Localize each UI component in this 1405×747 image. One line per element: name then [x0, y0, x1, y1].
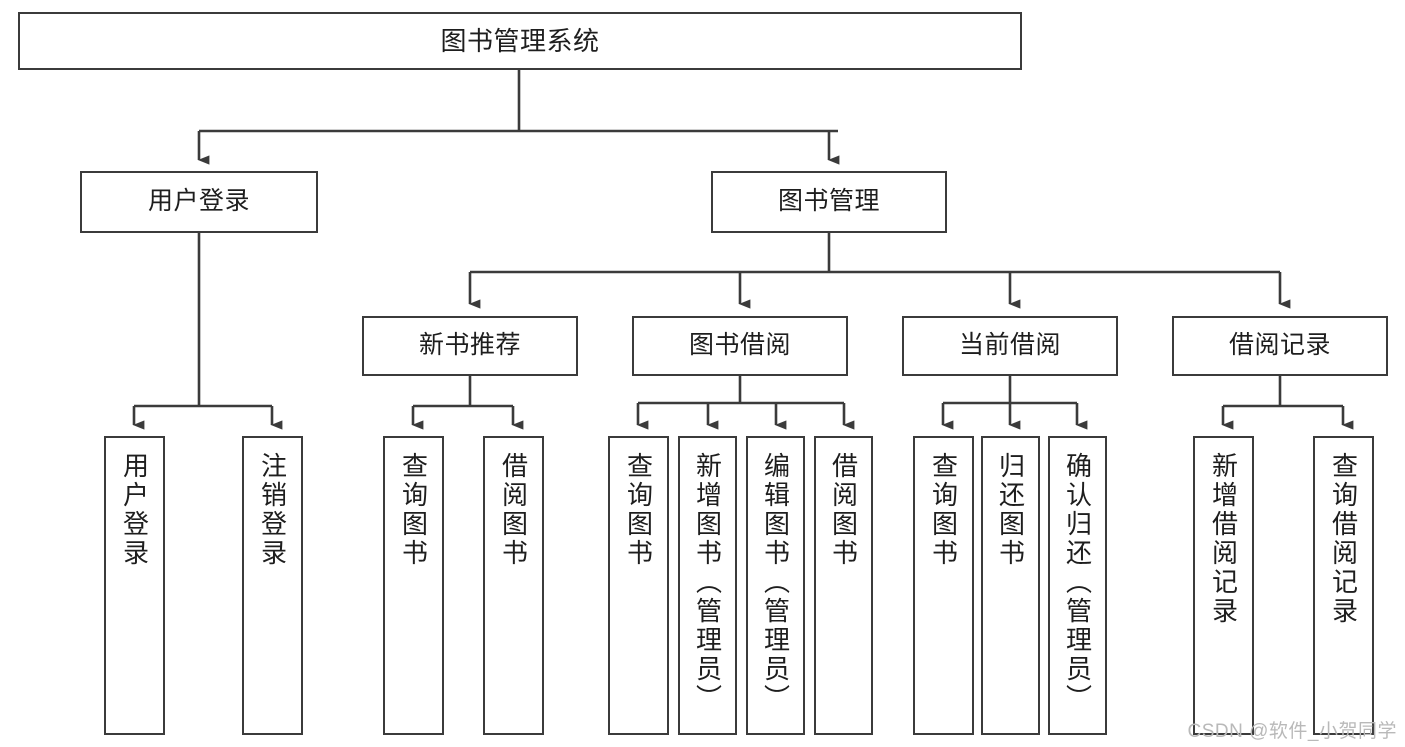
- watermark: CSDN @软件_小贺同学: [1187, 721, 1397, 742]
- node-label: 借阅图书: [498, 452, 529, 568]
- leaf-borrow-edit-book-admin[interactable]: 编辑图书（管理员）: [746, 436, 805, 735]
- leaf-borrow-borrow-book[interactable]: 借阅图书: [814, 436, 873, 735]
- node-borrow-record[interactable]: 借阅记录: [1172, 316, 1388, 376]
- leaf-record-add-record[interactable]: 新增借阅记录: [1193, 436, 1254, 735]
- leaf-borrow-add-book-admin[interactable]: 新增图书（管理员）: [678, 436, 737, 735]
- node-label: 归还图书: [995, 452, 1026, 568]
- node-label: 确认归还（管理员）: [1062, 452, 1093, 713]
- node-label: 借阅记录: [1228, 331, 1331, 360]
- node-root-system[interactable]: 图书管理系统: [18, 12, 1022, 70]
- leaf-borrow-query-book[interactable]: 查询图书: [608, 436, 669, 735]
- node-label: 当前借阅: [958, 331, 1061, 360]
- node-label: 用户登录: [147, 187, 250, 216]
- node-label: 图书管理系统: [440, 25, 600, 56]
- node-label: 编辑图书（管理员）: [760, 452, 791, 713]
- node-current-borrow[interactable]: 当前借阅: [902, 316, 1118, 376]
- node-label: 注销登录: [257, 452, 288, 568]
- leaf-user-login-signout[interactable]: 注销登录: [242, 436, 303, 735]
- leaf-recommend-query-book[interactable]: 查询图书: [383, 436, 444, 735]
- node-label: 查询图书: [928, 452, 959, 568]
- node-book-management[interactable]: 图书管理: [711, 171, 947, 233]
- leaf-current-return-book[interactable]: 归还图书: [981, 436, 1040, 735]
- node-label: 借阅图书: [828, 452, 859, 568]
- leaf-recommend-borrow-book[interactable]: 借阅图书: [483, 436, 544, 735]
- leaf-user-login-signin[interactable]: 用户登录: [104, 436, 165, 735]
- node-label: 新增借阅记录: [1208, 452, 1239, 626]
- node-label: 图书借阅: [688, 331, 791, 360]
- node-label: 查询图书: [623, 452, 654, 568]
- node-label: 查询图书: [398, 452, 429, 568]
- node-label: 新增图书（管理员）: [692, 452, 723, 713]
- leaf-record-query-record[interactable]: 查询借阅记录: [1313, 436, 1374, 735]
- node-label: 查询借阅记录: [1328, 452, 1359, 626]
- node-label: 图书管理: [777, 187, 880, 216]
- leaf-current-confirm-return-admin[interactable]: 确认归还（管理员）: [1048, 436, 1107, 735]
- node-user-login[interactable]: 用户登录: [80, 171, 318, 233]
- leaf-current-query-book[interactable]: 查询图书: [913, 436, 974, 735]
- node-label: 新书推荐: [418, 331, 521, 360]
- node-book-borrow[interactable]: 图书借阅: [632, 316, 848, 376]
- node-label: 用户登录: [119, 452, 150, 568]
- node-new-book-recommend[interactable]: 新书推荐: [362, 316, 578, 376]
